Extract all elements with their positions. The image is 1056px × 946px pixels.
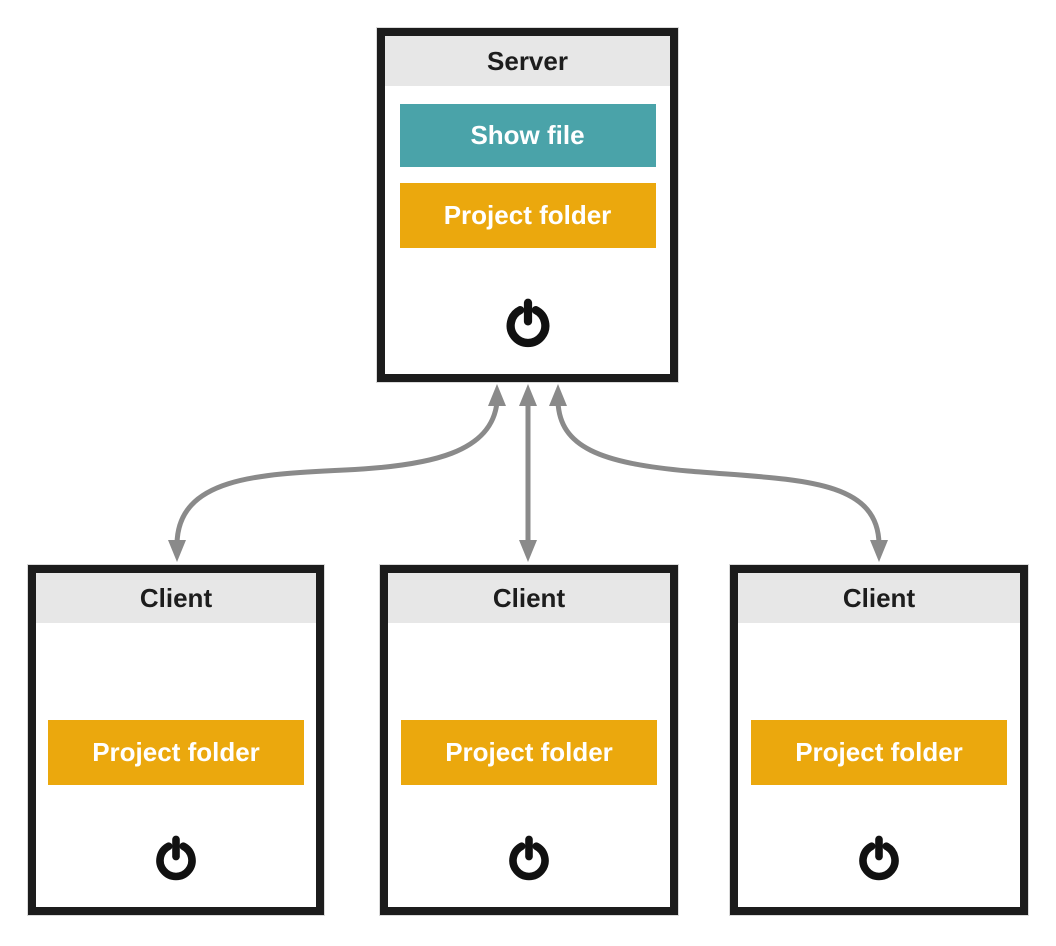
client3-power-button[interactable]: [855, 835, 903, 883]
client1-power-button[interactable]: [152, 835, 200, 883]
client-box-1: Client Project folder: [28, 565, 324, 915]
power-icon: [156, 835, 196, 881]
arrowhead-down-icon: [519, 540, 537, 562]
client2-power-button[interactable]: [505, 835, 553, 883]
client1-project-folder-button[interactable]: Project folder: [48, 720, 304, 785]
server-project-folder-button[interactable]: Project folder: [399, 183, 656, 248]
client2-project-folder-button[interactable]: Project folder: [401, 720, 657, 785]
arrowhead-up-icon: [488, 384, 506, 406]
power-icon: [859, 835, 899, 881]
show-file-button[interactable]: Show file: [399, 104, 656, 167]
client-box-2: Client Project folder: [380, 565, 678, 915]
client-title: Client: [738, 573, 1020, 623]
power-icon: [509, 835, 549, 881]
server-power-button[interactable]: [502, 298, 554, 350]
arrowhead-up-icon: [519, 384, 537, 406]
server-title: Server: [385, 36, 670, 86]
arrowhead-down-icon: [870, 540, 888, 562]
arrowhead-up-icon: [549, 384, 567, 406]
power-icon: [506, 298, 549, 347]
server-client1-arrow: [174, 401, 500, 545]
client-title: Client: [388, 573, 670, 623]
client-box-3: Client Project folder: [730, 565, 1028, 915]
client-title: Client: [36, 573, 316, 623]
arrowhead-down-icon: [168, 540, 186, 562]
server-box: Server Show file Project folder: [377, 28, 678, 382]
server-client3-arrow: [555, 401, 882, 545]
client3-project-folder-button[interactable]: Project folder: [751, 720, 1007, 785]
